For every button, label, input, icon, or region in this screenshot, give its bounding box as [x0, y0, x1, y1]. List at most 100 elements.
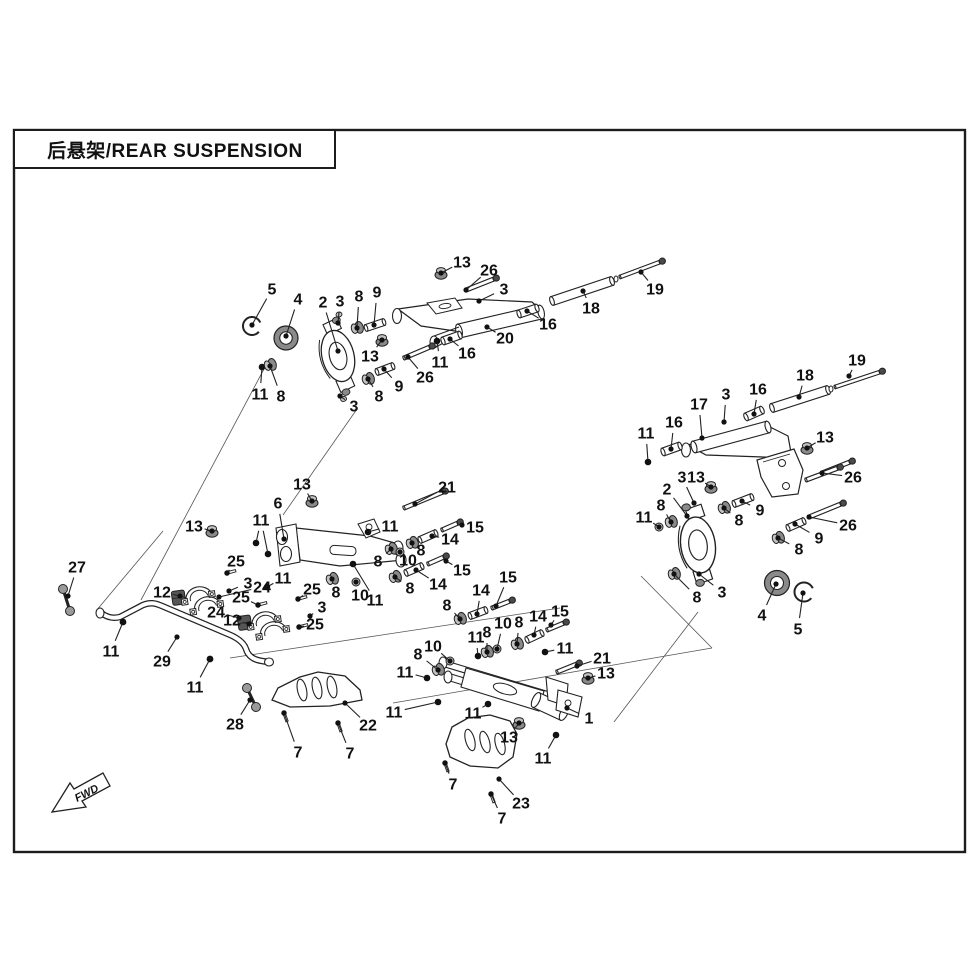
callout-dot: [435, 699, 441, 705]
callout-label-13: 13: [293, 477, 311, 494]
callout-label-11: 11: [638, 426, 655, 443]
callout-dot: [283, 333, 289, 339]
part-skid-plate-23: [445, 714, 518, 769]
callout-label-13: 13: [597, 666, 615, 683]
callout-label-9: 9: [756, 503, 765, 520]
callout-dot: [585, 675, 591, 681]
callout-label-15: 15: [453, 563, 471, 580]
callout-label-8: 8: [795, 542, 804, 559]
title-box: [13, 129, 336, 169]
callout-label-3: 3: [718, 585, 727, 602]
hardware-right: [644, 367, 886, 603]
callout-label-22: 22: [359, 718, 377, 735]
callout-label-24: 24: [253, 580, 271, 597]
callout-label-14: 14: [441, 532, 459, 549]
callout-dot: [751, 411, 757, 417]
callout-dot: [775, 535, 781, 541]
callout-dot: [65, 593, 71, 599]
callout-dot: [281, 710, 287, 716]
callout-dot: [392, 574, 398, 580]
callout-dot: [494, 646, 500, 652]
callout-label-25: 25: [306, 617, 324, 634]
callout-dot: [668, 519, 674, 525]
callout-dot: [493, 603, 499, 609]
callout-label-19: 19: [646, 282, 664, 299]
callout-dot: [438, 270, 444, 276]
callout-label-7: 7: [294, 745, 303, 762]
callout-label-11: 11: [535, 751, 552, 768]
callout-dot: [484, 324, 490, 330]
callout-dot: [800, 590, 806, 596]
part-skid-plate-22: [271, 671, 363, 708]
callout-dot: [434, 338, 440, 344]
callout-label-14: 14: [429, 577, 447, 594]
callout-label-3: 3: [500, 282, 509, 299]
part-knuckle-2-left: [318, 311, 356, 402]
callout-dot: [207, 656, 213, 662]
callout-label-11: 11: [557, 641, 574, 658]
callout-dot: [514, 641, 520, 647]
callout-label-3: 3: [350, 399, 359, 416]
page-title: 后悬架/REAR SUSPENSION: [47, 140, 302, 162]
callout-dot: [645, 459, 651, 465]
callout-dot: [463, 287, 469, 293]
callout-label-7: 7: [346, 746, 355, 763]
part-upper-arm-20: [391, 297, 546, 349]
callout-label-28: 28: [226, 717, 244, 734]
callout-dot: [337, 393, 343, 399]
callout-dot: [253, 540, 259, 546]
callout-label-15: 15: [551, 604, 569, 621]
callout-label-6: 6: [274, 496, 283, 513]
callout-label-11: 11: [253, 513, 270, 530]
part-stabilizer-bar-29: [95, 599, 275, 667]
callout-dot: [496, 776, 502, 782]
callout-dot: [216, 594, 222, 600]
callout-dot: [531, 632, 537, 638]
callout-dot: [309, 498, 315, 504]
callout-dot: [442, 760, 448, 766]
callout-label-8: 8: [406, 581, 415, 598]
callout-label-3: 3: [336, 294, 345, 311]
fwd-arrow-outline: [50, 772, 111, 813]
callout-label-4: 4: [294, 292, 303, 309]
callout-label-16: 16: [665, 415, 683, 432]
callout-label-12: 12: [223, 613, 241, 630]
callout-dot: [488, 791, 494, 797]
callout-dot: [307, 613, 313, 619]
callout-label-5: 5: [268, 282, 277, 299]
callout-dot: [443, 558, 449, 564]
callout-label-26: 26: [416, 370, 434, 387]
callout-label-11: 11: [397, 665, 414, 682]
callout-label-25: 25: [232, 590, 250, 607]
callout-label-7: 7: [498, 811, 507, 828]
callout-dot: [353, 579, 359, 585]
callout-dot: [379, 337, 385, 343]
callout-label-11: 11: [382, 519, 399, 536]
callout-dot: [806, 514, 812, 520]
boundary-lines: [95, 368, 713, 723]
callout-label-8: 8: [657, 498, 666, 515]
callout-label-10: 10: [351, 588, 369, 605]
callout-label-13: 13: [500, 730, 518, 747]
callout-dot: [350, 561, 356, 567]
callout-label-18: 18: [582, 301, 600, 318]
callout-dot: [796, 394, 802, 400]
callout-label-11: 11: [386, 705, 403, 722]
callout-dot: [226, 588, 232, 594]
callout-dot: [476, 298, 482, 304]
callout-label-8: 8: [374, 554, 383, 571]
callout-dot: [381, 366, 387, 372]
callout-dot: [656, 524, 662, 530]
callout-label-11: 11: [103, 644, 120, 661]
callout-label-8: 8: [483, 625, 492, 642]
callout-label-10: 10: [494, 616, 512, 633]
callout-label-21: 21: [593, 651, 611, 668]
callout-dot: [329, 576, 335, 582]
callout-label-2: 2: [663, 482, 672, 499]
callout-label-8: 8: [417, 543, 426, 560]
callout-label-24: 24: [207, 605, 225, 622]
callout-label-26: 26: [480, 263, 498, 280]
callout-label-11: 11: [252, 387, 269, 404]
